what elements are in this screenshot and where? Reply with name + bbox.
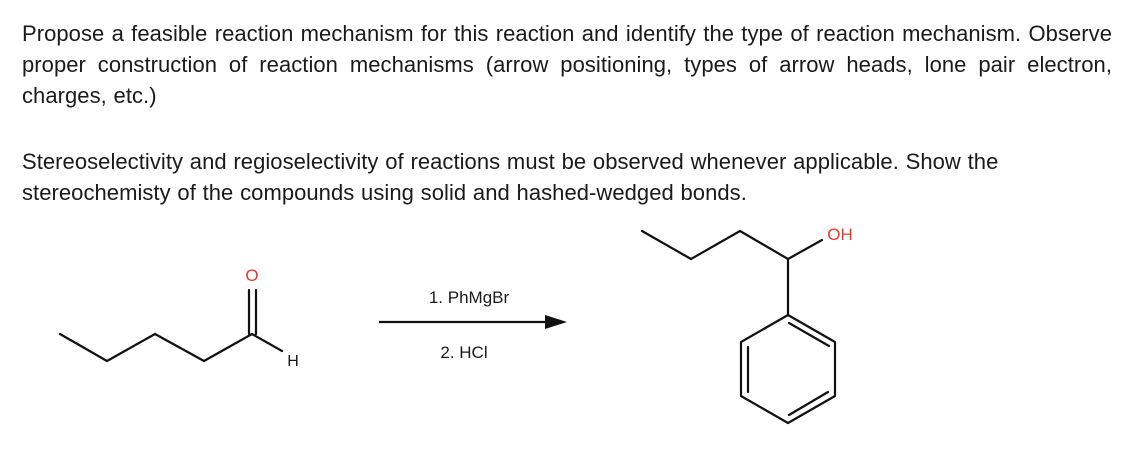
reactant-hydrogen-label: H (287, 353, 299, 370)
product-bond-c1-c2 (640, 229, 693, 261)
reaction-arrow (379, 315, 567, 329)
product-alcohol (640, 229, 837, 425)
reactant-oxygen-label: O (245, 266, 258, 285)
product-hydroxyl-label: OH (827, 225, 853, 244)
reagent-step-2: 2. HCl (440, 343, 487, 362)
benzene-inner-bond-2 (787, 390, 830, 417)
reactant-bond-c1-c2 (58, 332, 109, 363)
reactant-aldehyde (58, 288, 284, 363)
benzene-ring (739, 313, 837, 425)
reagent-step-1: 1. PhMgBr (429, 288, 510, 307)
question-paragraph-2: Stereoselectivity and regioselectivity o… (22, 149, 999, 205)
reactant-bond-c-h (250, 332, 284, 353)
product-bond-c-o (786, 238, 824, 261)
reactant-bond-c3-c4 (153, 332, 206, 363)
benzene-inner-bond-1 (787, 321, 831, 348)
reactant-bond-c4-c5 (202, 332, 254, 363)
question-paragraph-1: Propose a feasible reaction mechanism fo… (22, 21, 1112, 108)
product-bond-c3-c4 (738, 229, 790, 261)
reactant-bond-c2-c3 (105, 332, 157, 363)
product-bond-c2-c3 (689, 229, 742, 261)
